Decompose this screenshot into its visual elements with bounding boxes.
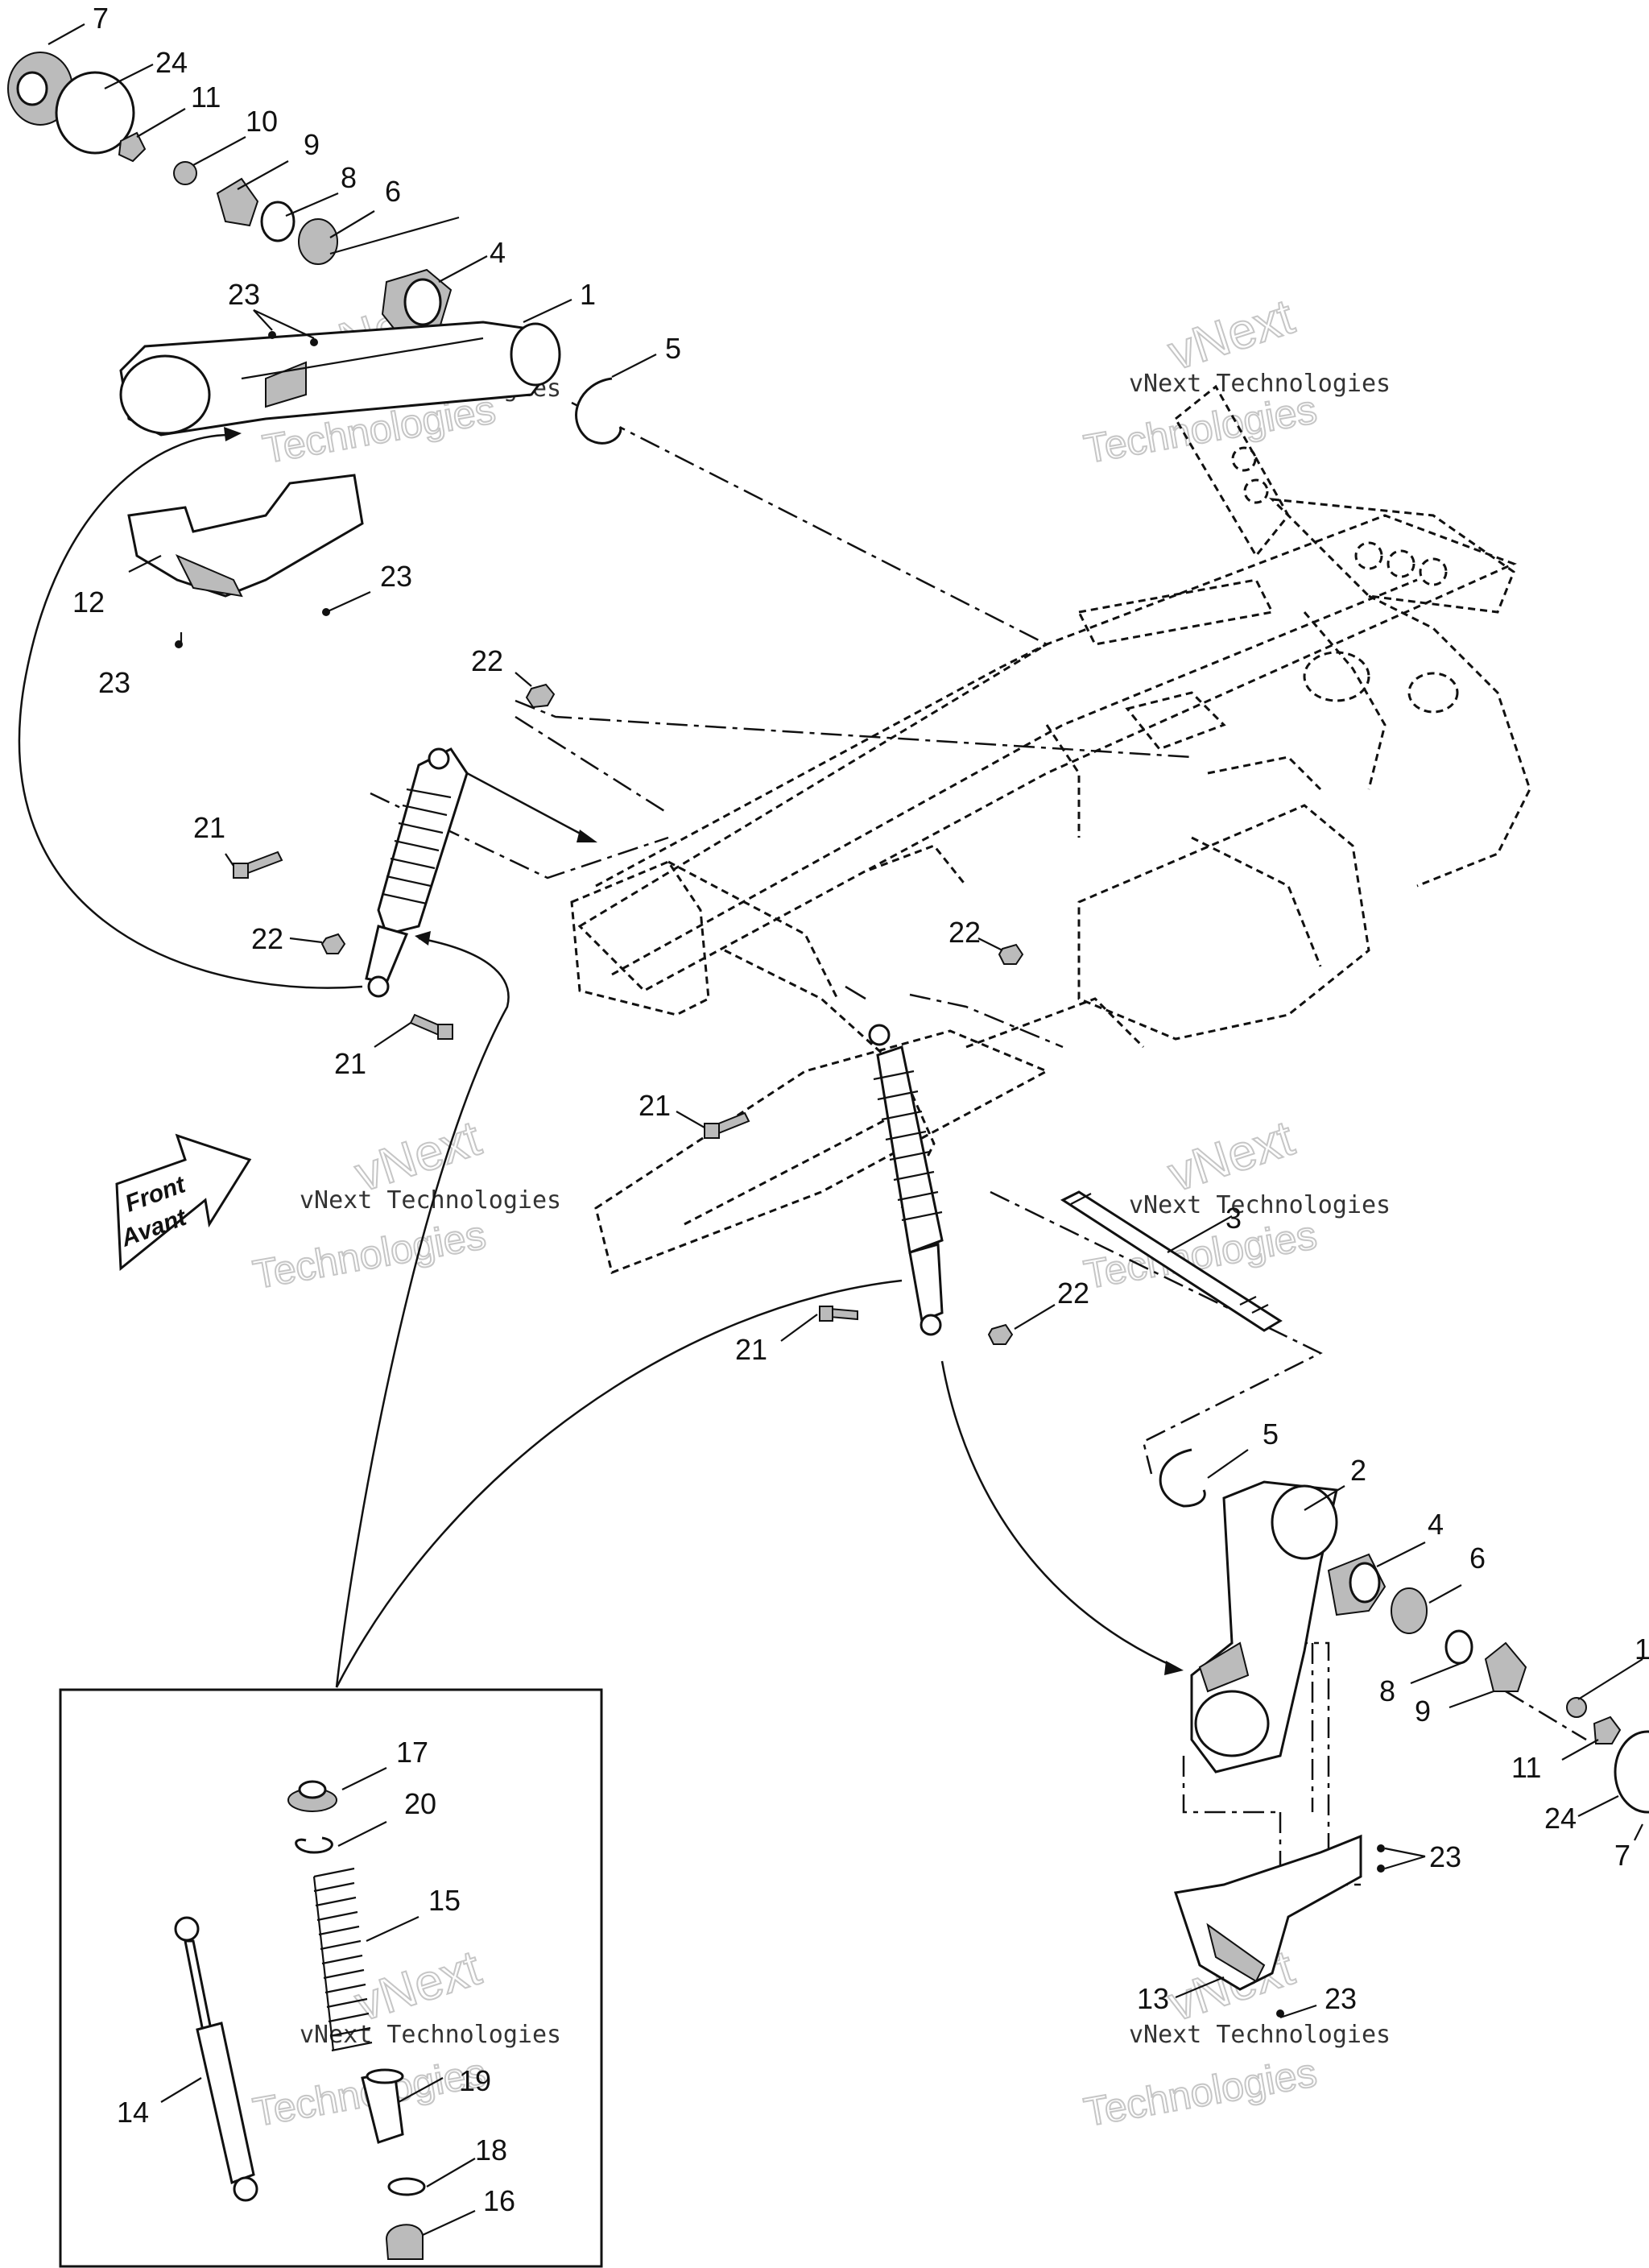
callout-mid-22d: 22 bbox=[1057, 1277, 1089, 1310]
svg-text:Technologies: Technologies bbox=[250, 1212, 489, 1297]
shock-detail-inset bbox=[59, 1688, 603, 2268]
callout-mid-21d: 21 bbox=[735, 1333, 767, 1366]
svg-text:vNext Technologies: vNext Technologies bbox=[1129, 1191, 1391, 1219]
callout-mid-21b: 21 bbox=[334, 1047, 366, 1080]
callout-box-15: 15 bbox=[428, 1884, 461, 1917]
callout-top-23c: 23 bbox=[98, 666, 130, 699]
clip-20 bbox=[295, 1836, 333, 1854]
callout-bot-11: 11 bbox=[1511, 1751, 1541, 1784]
nut-11 bbox=[118, 131, 147, 163]
callout-top-24: 24 bbox=[155, 46, 188, 79]
callout-top-9: 9 bbox=[304, 128, 320, 161]
guard-13 bbox=[1174, 1834, 1362, 1991]
callout-mid-22a: 22 bbox=[471, 644, 503, 677]
connector-arrows bbox=[18, 427, 1184, 1688]
swing-arm-1 bbox=[119, 321, 561, 437]
callout-box-14: 14 bbox=[117, 2096, 149, 2129]
callout-bot-23b: 23 bbox=[1325, 1982, 1357, 2015]
washer-10-bottom bbox=[1566, 1697, 1587, 1718]
callout-mid-21c: 21 bbox=[639, 1089, 671, 1122]
top-bearing-stack bbox=[7, 52, 453, 336]
watermark-top-right: vNext vNext Technologies Technologies bbox=[1080, 288, 1391, 473]
seal-6-bottom bbox=[1391, 1587, 1428, 1634]
svg-text:vNext: vNext bbox=[1162, 1111, 1300, 1203]
plate-9 bbox=[216, 177, 259, 227]
bolts-and-nuts bbox=[233, 683, 1024, 1345]
callout-bot-8: 8 bbox=[1379, 1674, 1395, 1707]
spring-15 bbox=[312, 1867, 373, 2052]
callout-bot-7: 7 bbox=[1614, 1839, 1630, 1872]
callout-leaders bbox=[48, 23, 1643, 2236]
callout-top-4: 4 bbox=[490, 236, 506, 269]
callout-mid-22b: 22 bbox=[251, 922, 283, 955]
watermark-mid-left: vNext vNext Technologies Technologies bbox=[249, 1110, 561, 1298]
callout-bot-23a: 23 bbox=[1429, 1840, 1461, 1873]
callout-bot-4: 4 bbox=[1428, 1508, 1444, 1541]
axle-3 bbox=[1060, 1190, 1283, 1332]
watermark-bottom-left: vNext vNext Technologies Technologies bbox=[249, 1939, 561, 2136]
callout-bot-6: 6 bbox=[1469, 1542, 1486, 1575]
swing-arm-2 bbox=[1190, 1480, 1338, 1773]
oring-24-bottom bbox=[1614, 1730, 1649, 1814]
seal-6 bbox=[298, 218, 338, 265]
callout-top-10: 10 bbox=[246, 105, 278, 138]
rear-shock-left bbox=[365, 747, 469, 998]
guard-12 bbox=[127, 474, 364, 598]
oring-24 bbox=[55, 71, 135, 155]
svg-text:vNext: vNext bbox=[1162, 289, 1300, 382]
svg-text:vNext Technologies: vNext Technologies bbox=[300, 2021, 561, 2049]
callout-top-5: 5 bbox=[665, 332, 681, 365]
callout-numbers: 7 24 11 10 9 8 6 4 1 5 23 23 12 23 22 21… bbox=[72, 2, 1649, 2217]
svg-text:Technologies: Technologies bbox=[1081, 2050, 1320, 2135]
shock-exploded bbox=[174, 1780, 426, 2260]
callout-mid-21a: 21 bbox=[193, 811, 225, 844]
callout-top-6: 6 bbox=[385, 175, 401, 208]
washer-10 bbox=[173, 161, 197, 185]
ring-8 bbox=[260, 201, 295, 242]
callout-box-17: 17 bbox=[396, 1736, 428, 1769]
callout-box-16: 16 bbox=[483, 2184, 515, 2217]
circlip-5-top bbox=[575, 377, 622, 445]
callout-bot-2: 2 bbox=[1350, 1454, 1366, 1487]
callout-top-11: 11 bbox=[191, 81, 221, 114]
washer-18 bbox=[387, 2177, 426, 2196]
vehicle-frame bbox=[570, 384, 1531, 1275]
callout-top-1: 1 bbox=[580, 278, 596, 311]
cup-16 bbox=[385, 2224, 424, 2260]
svg-text:vNext Technologies: vNext Technologies bbox=[1129, 2021, 1391, 2049]
svg-text:vNext: vNext bbox=[349, 1940, 487, 2033]
damper-14 bbox=[174, 1916, 258, 2202]
callout-bot-10: 10 bbox=[1635, 1633, 1649, 1666]
callout-top-12: 12 bbox=[72, 586, 105, 619]
assembly-lines bbox=[370, 401, 1587, 1886]
callout-box-20: 20 bbox=[404, 1787, 436, 1820]
callout-box-18: 18 bbox=[475, 2133, 507, 2167]
callout-bot-13: 13 bbox=[1137, 1982, 1169, 2015]
circlip-5-bottom bbox=[1159, 1448, 1206, 1508]
callout-top-8: 8 bbox=[341, 161, 357, 194]
callout-bot-9: 9 bbox=[1415, 1695, 1431, 1728]
bottom-bearing-stack bbox=[1327, 1553, 1649, 1814]
callout-box-19: 19 bbox=[459, 2064, 491, 2097]
callout-mid-22c: 22 bbox=[948, 916, 981, 949]
callout-bot-5: 5 bbox=[1263, 1418, 1279, 1451]
callout-top-7: 7 bbox=[93, 2, 109, 35]
ring-8-bottom bbox=[1444, 1629, 1473, 1665]
callout-top-23b: 23 bbox=[380, 560, 412, 593]
plate-9-bottom bbox=[1484, 1641, 1527, 1692]
rear-shock-right bbox=[868, 1024, 944, 1336]
callout-top-23a: 23 bbox=[228, 278, 260, 311]
callout-mid-3: 3 bbox=[1225, 1202, 1242, 1235]
svg-text:vNext Technologies: vNext Technologies bbox=[1129, 370, 1391, 398]
front-direction-arrow: Front Avant bbox=[115, 1133, 252, 1272]
callout-bot-24: 24 bbox=[1544, 1802, 1577, 1835]
